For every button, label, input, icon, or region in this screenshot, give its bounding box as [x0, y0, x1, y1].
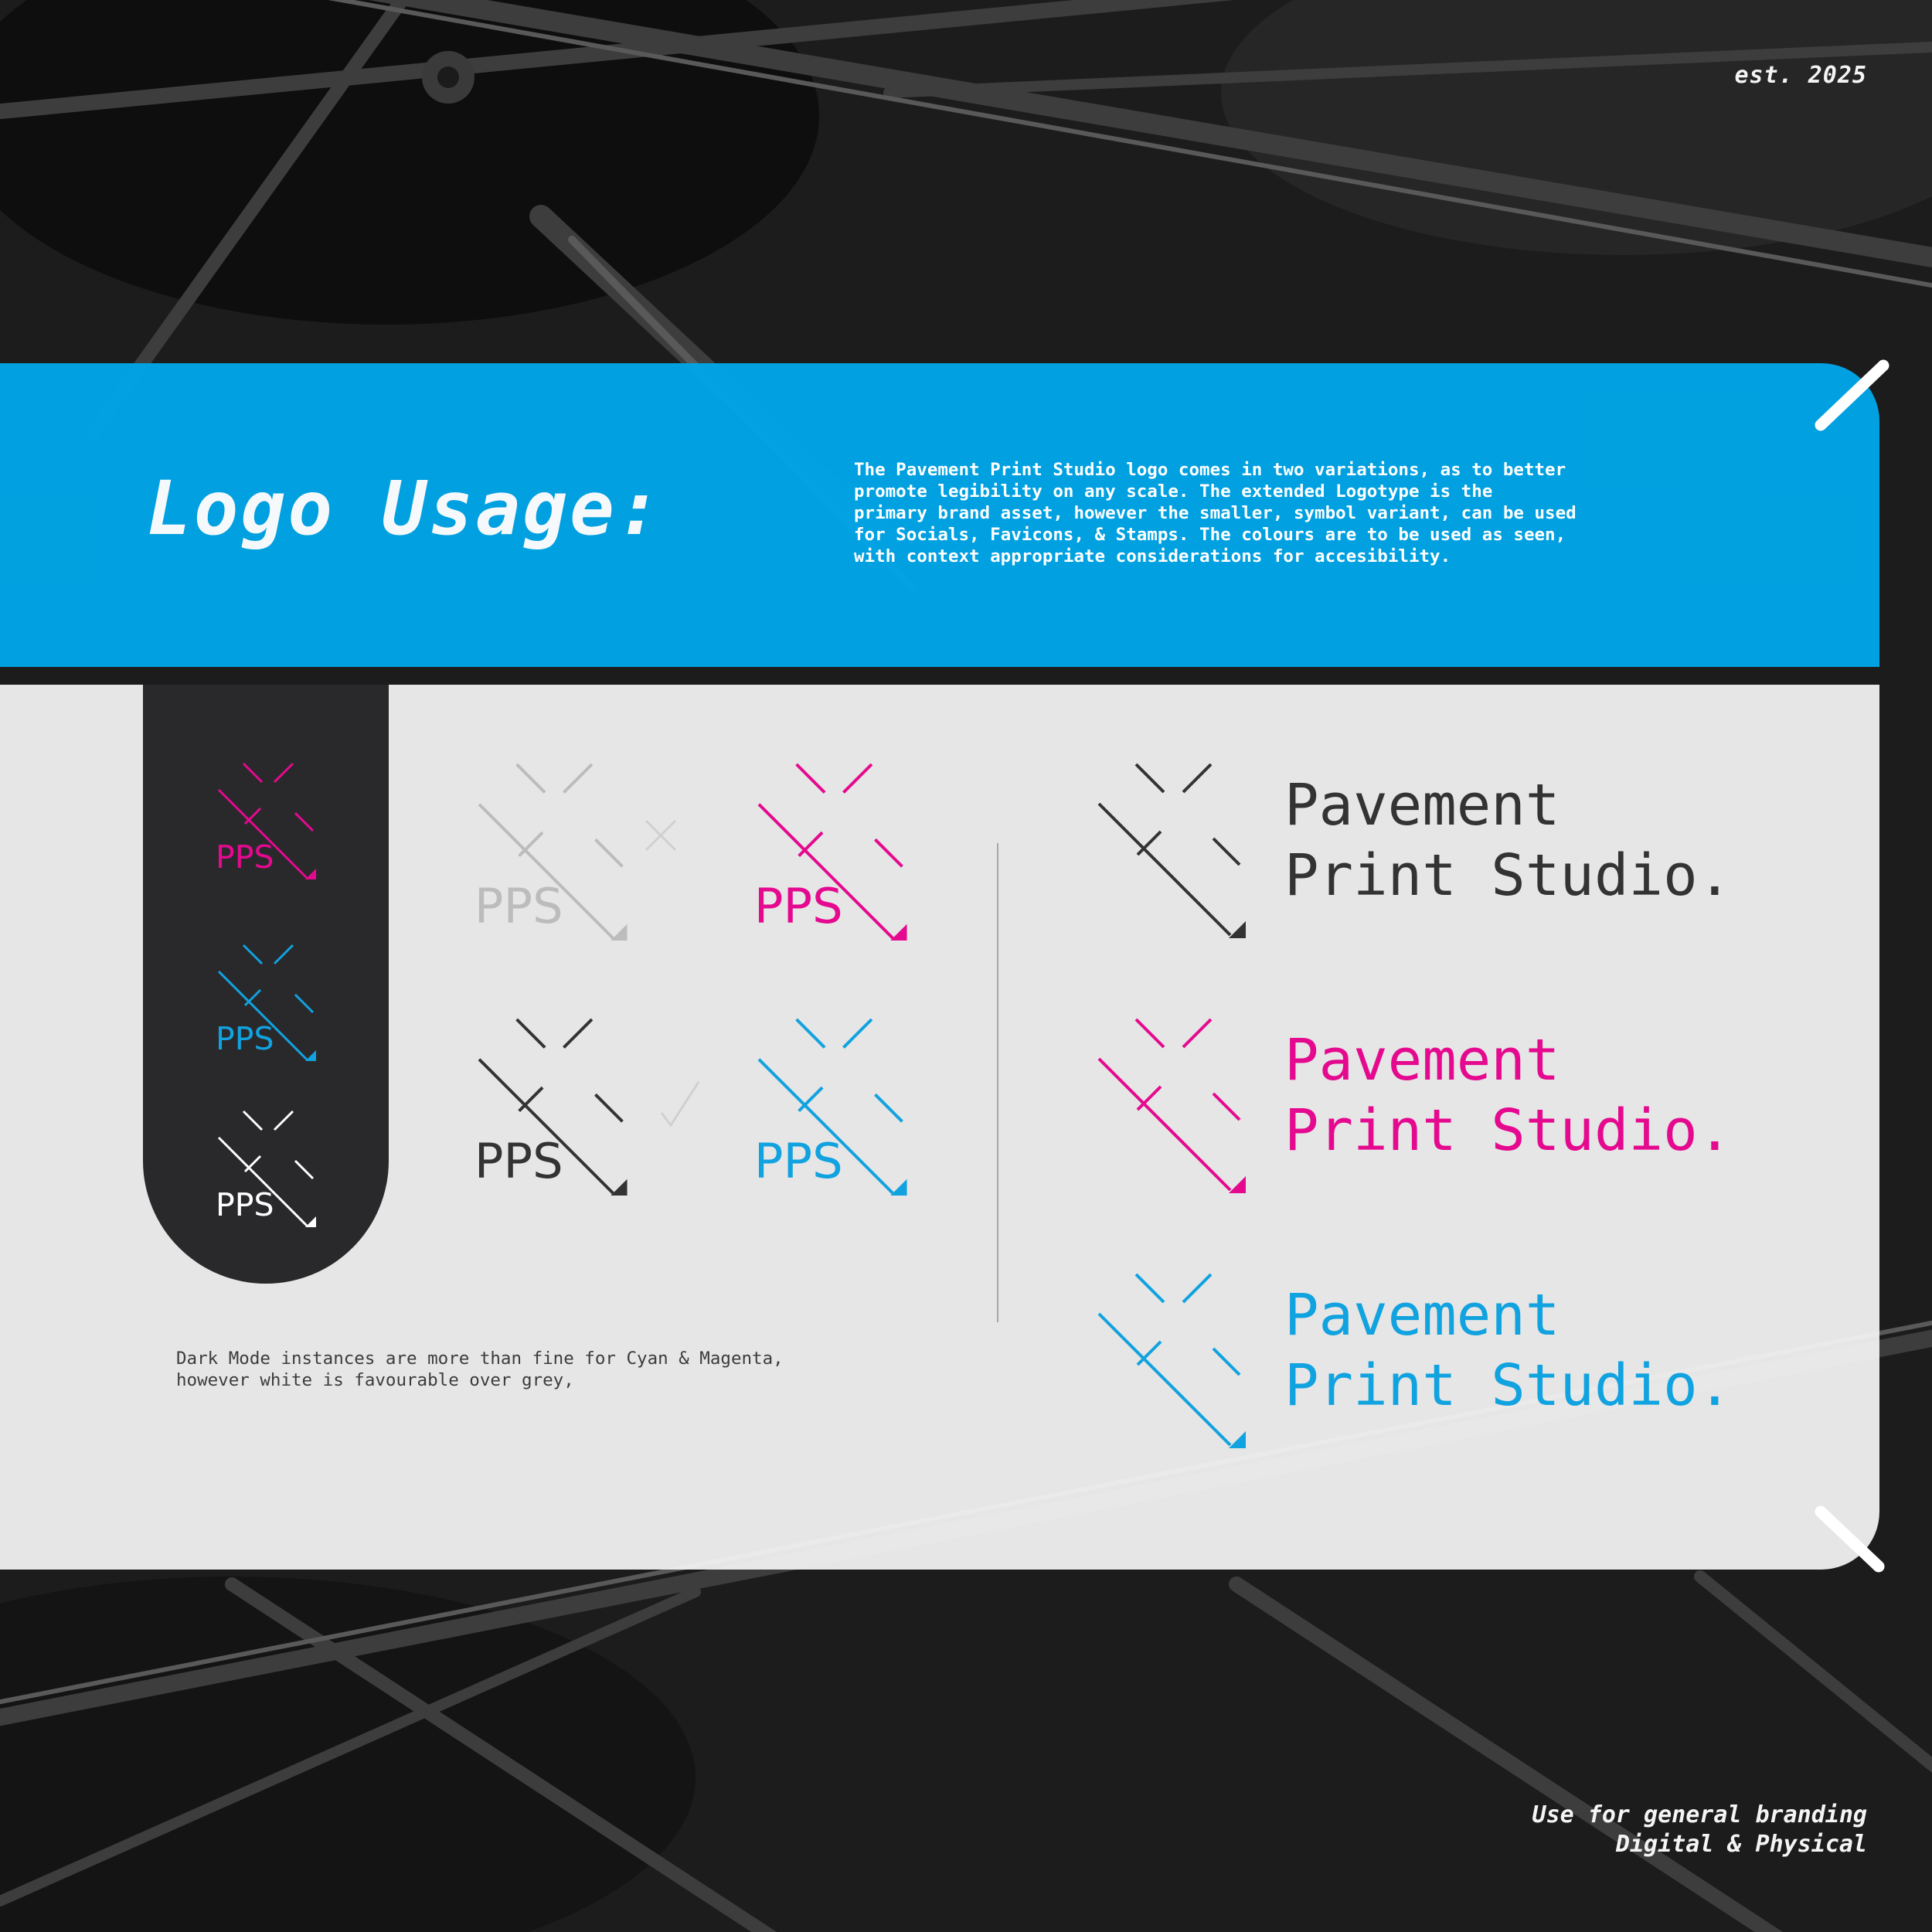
pps-text: PPS	[474, 878, 563, 934]
page-title: Logo Usage:	[147, 465, 664, 552]
pps-text: PPS	[474, 1133, 563, 1189]
banner-description-line: primary brand asset, however the smaller…	[854, 503, 1577, 523]
logotype-charcoal: Pavement Print Studio.	[1097, 763, 1732, 938]
logotype-line2: Print Studio.	[1284, 1097, 1732, 1164]
pps-symbol-charcoal: PPS	[474, 1018, 628, 1196]
logo-showcase-panel: PPS PPS PPS PPS	[0, 685, 1879, 1570]
footer-line2: Digital & Physical	[1615, 1831, 1867, 1858]
usage-footer: Use for general branding Digital & Physi…	[1532, 1801, 1867, 1859]
pps-symbol-cyan: PPS	[754, 1018, 907, 1196]
pps-symbol-grey: PPS	[474, 763, 628, 941]
pps-text: PPS	[216, 1020, 274, 1057]
dark-mode-note: Dark Mode instances are more than fine f…	[176, 1348, 784, 1391]
pps-text: PPS	[216, 838, 274, 876]
logo-usage-banner: Logo Usage: The Pavement Print Studio lo…	[0, 363, 1879, 667]
established-year: est. 2025	[1734, 62, 1867, 89]
banner-description-line: for Socials, Favicons, & Stamps. The col…	[854, 525, 1566, 545]
note-line: however white is favourable over grey,	[176, 1370, 574, 1390]
x-mark-icon	[645, 819, 677, 852]
banner-description: The Pavement Print Studio logo comes in …	[854, 459, 1704, 567]
logotype-line2: Print Studio.	[1284, 1352, 1732, 1419]
note-line: Dark Mode instances are more than fine f…	[176, 1349, 784, 1369]
section-divider	[997, 843, 998, 1322]
check-mark-icon	[660, 1081, 700, 1128]
pps-text: PPS	[216, 1186, 274, 1223]
banner-description-line: The Pavement Print Studio logo comes in …	[854, 460, 1566, 480]
banner-description-line: with context appropriate considerations …	[854, 546, 1451, 566]
logotype-line1: Pavement	[1284, 772, 1560, 838]
logotype-line1: Pavement	[1284, 1282, 1560, 1349]
pps-symbol-cyan-dark: PPS	[216, 944, 316, 1061]
logotype-line2: Print Studio.	[1284, 842, 1732, 909]
pps-text: PPS	[754, 1133, 843, 1189]
logotype-magenta: Pavement Print Studio.	[1097, 1018, 1732, 1193]
pps-symbol-white-dark: PPS	[216, 1110, 316, 1227]
footer-line1: Use for general branding	[1532, 1801, 1867, 1828]
pps-symbol-magenta: PPS	[754, 763, 907, 941]
banner-description-line: promote legibility on any scale. The ext…	[854, 481, 1493, 502]
logotype-cyan: Pavement Print Studio.	[1097, 1273, 1732, 1448]
pps-symbol-magenta-dark: PPS	[216, 762, 316, 879]
logotype-line1: Pavement	[1284, 1027, 1560, 1094]
pps-text: PPS	[754, 878, 843, 934]
